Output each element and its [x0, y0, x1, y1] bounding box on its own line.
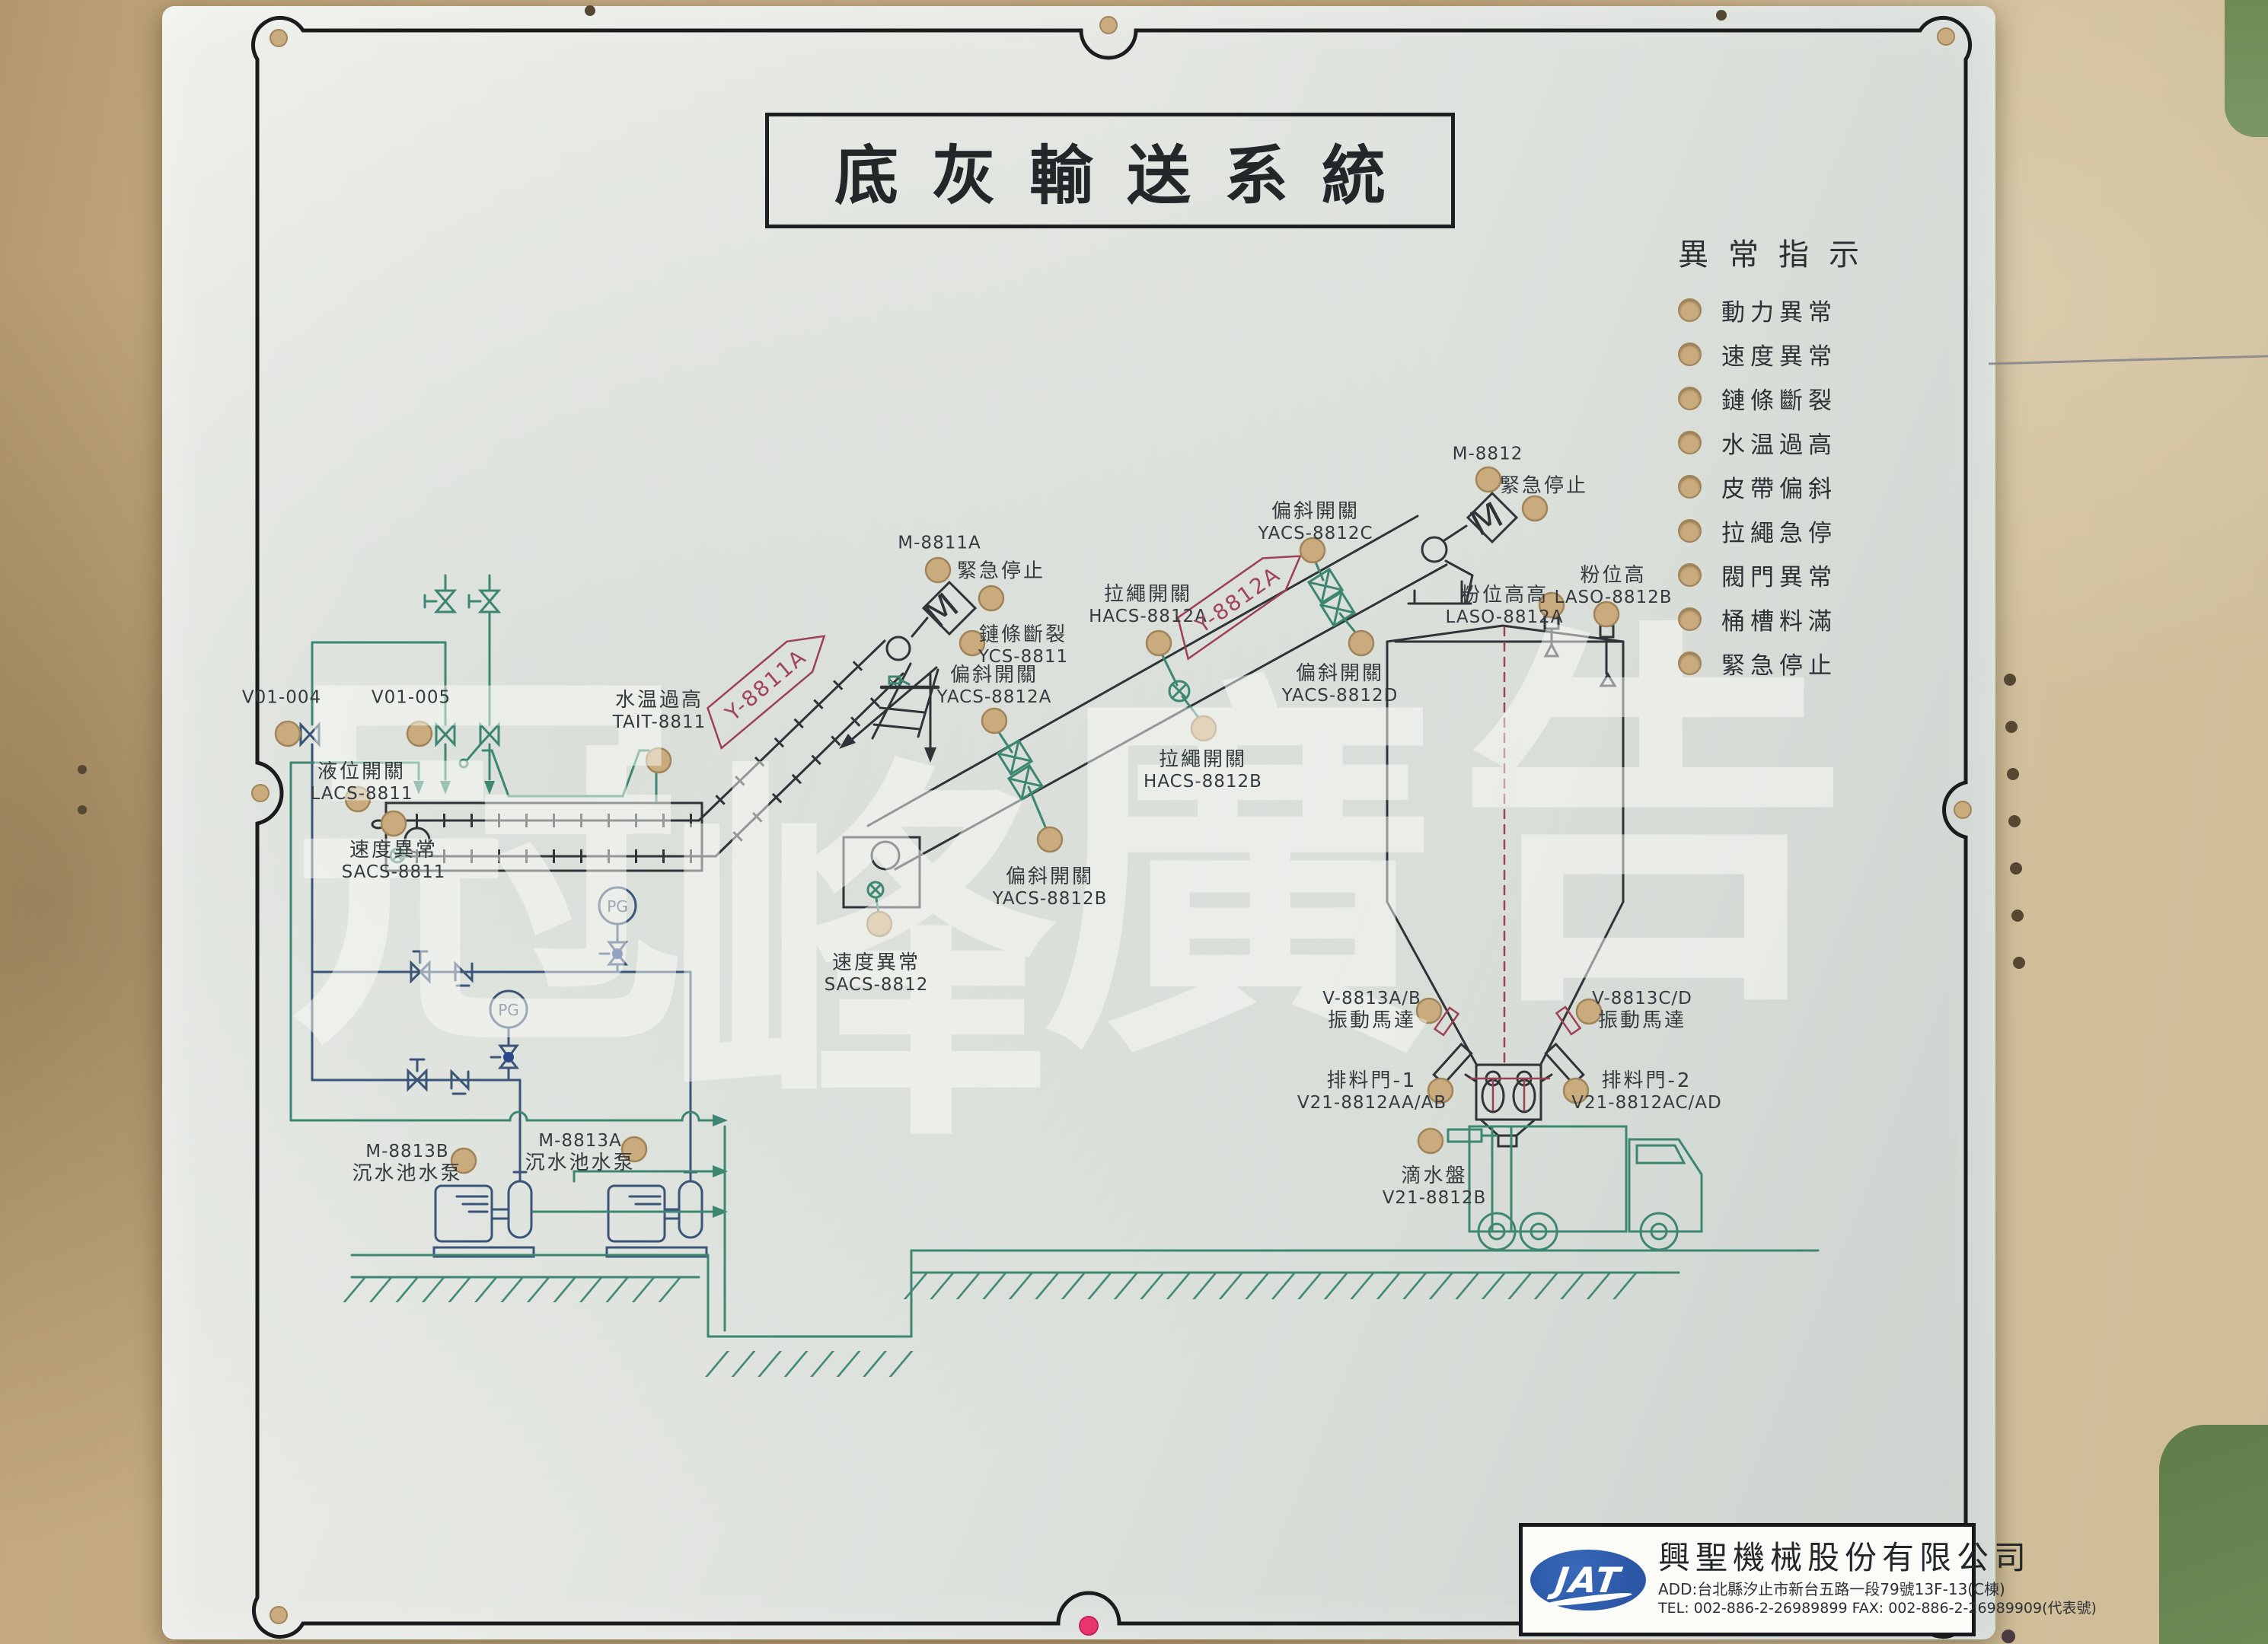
green-piping	[289, 553, 1820, 1338]
chain-links-incline	[715, 644, 899, 842]
indicator-legend: 異常指示 動力異常 速度異常 鏈條斷裂 水温過高 皮帶偏斜 拉繩急停 閥門異常 …	[1678, 230, 1879, 685]
backdrop-green-cloth-top-right	[2225, 0, 2268, 137]
conveyor-2	[842, 491, 1519, 909]
legend-item: 水温過高	[1678, 420, 1879, 464]
legend-header: 異常指示	[1678, 237, 1879, 272]
flag-y8811a-outline	[707, 635, 826, 750]
company-name: 興聖機械股份有限公司	[1658, 1539, 2032, 1577]
corner-dark-dot	[2002, 1630, 2015, 1643]
lamp-hole-icon	[1678, 386, 1702, 410]
label-estop-conv2: 緊急停止	[1499, 474, 1589, 498]
ground-hatching	[343, 1273, 1657, 1377]
label-m-8812: M-8812	[1452, 444, 1523, 464]
company-phone: TEL: 002-886-2-26989899 FAX: 002-886-2-2…	[1658, 1600, 2097, 1617]
lamp-holes	[274, 466, 1620, 1174]
label-estop-conv1: 緊急停止	[956, 559, 1046, 583]
legend-item: 鏈條斷裂	[1678, 376, 1879, 420]
vibrator-motor-left	[1433, 1006, 1460, 1037]
legend-item: 緊急停止	[1678, 641, 1879, 685]
red-instrument-lines	[707, 555, 1582, 1112]
legend-item: 皮帶偏斜	[1678, 464, 1879, 508]
legend-item: 動力異常	[1678, 288, 1879, 332]
acrylic-mimic-panel	[162, 6, 1995, 1639]
backdrop-holes	[78, 5, 2025, 969]
flag-y8812a-outline	[1176, 555, 1302, 661]
lamp-hole-icon	[1678, 430, 1702, 454]
maker-plate: JAT 興聖機械股份有限公司 ADD:台北縣汐止市新台五路一段79號13F-13…	[1519, 1523, 2097, 1636]
conveyor-1	[371, 580, 978, 872]
lamp-hole-icon	[1678, 651, 1702, 675]
chain-links	[416, 814, 713, 863]
company-address: ADD:台北縣汐止市新台五路一段79號13F-13(C棟)	[1658, 1580, 2005, 1599]
backdrop-seam-line	[1988, 355, 2268, 365]
lamp-hole-icon	[1678, 298, 1702, 322]
jat-logo: JAT	[1530, 1549, 1646, 1611]
mounting-holes	[251, 16, 1972, 1624]
pg1-text: PG	[607, 897, 628, 916]
lamp-hole-icon	[1678, 474, 1702, 499]
vibrator-motor-right	[1555, 1005, 1582, 1036]
discharge-gates	[1432, 1042, 1585, 1148]
motor-m-8812-text: M	[1463, 494, 1509, 544]
label-v01-004: V01-004	[241, 687, 322, 708]
lamp-hole-icon	[1678, 562, 1702, 587]
legend-item: 桶槽料滿	[1678, 597, 1879, 641]
legend-item: 閥門異常	[1678, 553, 1879, 597]
pg2-text: PG	[498, 1001, 519, 1019]
label-v01-005: V01-005	[371, 687, 451, 708]
title-box: 底灰輸送系統	[765, 113, 1455, 228]
page-title: 底灰輸送系統	[834, 138, 1419, 213]
pink-mounting-dot	[1079, 1616, 1099, 1636]
lamp-hole-icon	[1678, 607, 1702, 631]
legend-item: 速度異常	[1678, 332, 1879, 376]
label-m-8811a: M-8811A	[898, 533, 981, 553]
pump-piping	[299, 722, 708, 1258]
lamp-hole-icon	[1678, 518, 1702, 543]
flow-arrows-black	[839, 734, 936, 763]
ash-silo	[1386, 615, 1625, 1067]
panel-border	[250, 16, 1973, 1639]
backdrop-green-cloth-bottom-right	[2159, 1425, 2268, 1644]
lamp-hole-icon	[1678, 342, 1702, 366]
flow-arrows-green	[413, 781, 728, 1218]
valve-actuator-dots	[503, 948, 623, 1063]
legend-item: 拉繩急停	[1678, 508, 1879, 553]
